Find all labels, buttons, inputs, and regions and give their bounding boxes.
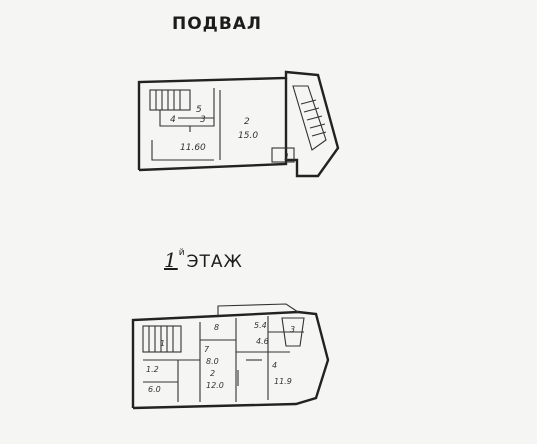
floor1-label-3: 3 [290,325,295,334]
floor1-corner-room [281,317,305,347]
floor1-top-jog [217,303,299,316]
floor1-label-4: 4 [272,361,277,370]
basement-room2-area: 15.0 [238,131,258,141]
floor1-label-5-4: 5.4 [254,321,267,330]
basement-right-stair [292,85,327,151]
basement-plan: 5 4 3 2 15.0 11.60 1 [137,70,340,178]
basement-room5-label: 5 [196,105,202,115]
basement-room3-label: 3 [200,115,206,125]
first-floor-title: 1йЭТАЖ [164,248,243,272]
floor-number: 1 [164,248,178,272]
floor-word: ЭТАЖ [186,252,243,272]
basement-room1-walls [151,140,214,161]
floor1-label-1-2: 1.2 [146,365,159,374]
basement-right-stair-treads [300,99,327,137]
floor1-label-12-0: 12.0 [206,381,224,390]
floor1-outer-wall [131,310,330,410]
basement-small-room-walls [159,88,215,127]
basement-room4-label: 4 [170,115,176,125]
basement-stair-box [149,89,191,111]
basement-title: ПОДВАЛ [172,14,263,34]
floor-number-suffix: й [178,248,186,258]
basement-small-box [271,147,295,163]
basement-room1-area: 11.60 [180,143,206,153]
floor1-label-4-6: 4.6 [256,337,269,346]
basement-outer-wall [137,70,340,178]
floor1-label-6-0: 6.0 [148,385,161,394]
floor1-stair-box [142,325,182,353]
floor1-label-8-0: 8.0 [206,357,219,366]
floor1-label-11-9: 11.9 [274,377,292,386]
basement-room2-label: 2 [244,117,250,127]
floor1-label-7: 7 [204,345,210,354]
basement-room1-label: 1 [284,153,290,163]
floor1-stair-treads [148,326,174,352]
floor1-label-2: 2 [210,369,215,378]
basement-stair-treads [155,90,181,110]
first-floor-plan: 8 5.4 4.6 7 8.0 6.0 1.2 2 12.0 4 11.9 3 … [131,303,330,410]
floor1-label-1: 1 [160,339,165,348]
floor1-label-8: 8 [214,323,219,332]
